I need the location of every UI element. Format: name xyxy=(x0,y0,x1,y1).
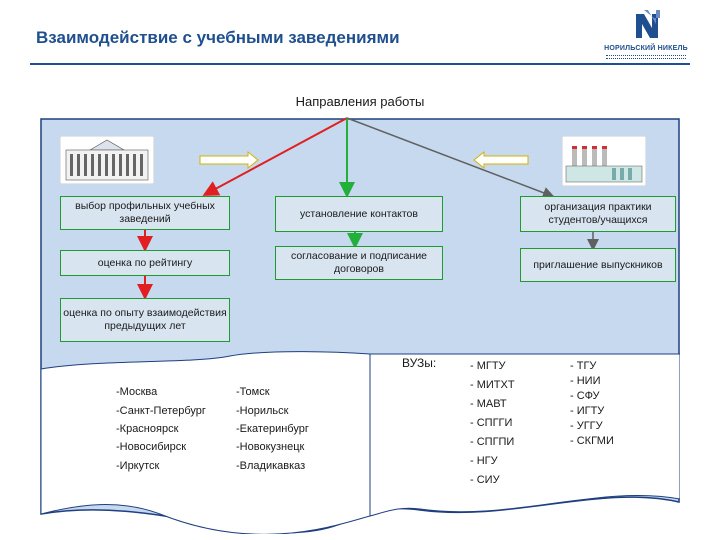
logo-emblem-icon xyxy=(636,10,660,38)
city-item: -Новосибирск xyxy=(116,441,187,453)
box-contracts: согласование и подписание договоров xyxy=(275,246,443,280)
university-item: - СПГПИ xyxy=(470,436,515,448)
box-select-profile-institutions: выбор профильных учебных заведений xyxy=(60,196,230,230)
university-item: - ТГУ xyxy=(570,360,597,372)
university-item: - МАВТ xyxy=(470,398,507,410)
work-directions-heading: Направления работы xyxy=(295,94,425,109)
box-graduate-invitation: приглашение выпускников xyxy=(520,248,676,282)
logo-name: НОРИЛЬСКИЙ НИКЕЛЬ xyxy=(604,45,688,52)
university-item: - УГГУ xyxy=(570,420,603,432)
arrow-to-selection xyxy=(202,117,348,196)
company-logo: НОРИЛЬСКИЙ НИКЕЛЬ xyxy=(600,8,692,64)
university-item: - СПГГИ xyxy=(470,417,513,429)
block-arrow-right xyxy=(199,150,259,170)
arrow-to-practice xyxy=(346,117,555,199)
city-item: -Москва xyxy=(116,386,158,398)
city-item: -Норильск xyxy=(236,405,289,417)
city-item: -Красноярск xyxy=(116,423,179,435)
city-item: -Новокузнецк xyxy=(236,441,305,453)
title-divider xyxy=(30,63,690,65)
university-item: - СКГМИ xyxy=(570,435,614,447)
city-item: -Томск xyxy=(236,386,270,398)
box-establish-contacts: установление контактов xyxy=(275,196,443,232)
university-item: - СФУ xyxy=(570,390,600,402)
university-item: - НИИ xyxy=(570,375,601,387)
university-item: - МГТУ xyxy=(470,360,506,372)
universities-label: ВУЗы: xyxy=(402,356,437,370)
university-item: - СИУ xyxy=(470,474,500,486)
box-practice-organization: организация практики студентов/учащихся xyxy=(520,196,676,232)
university-building-icon xyxy=(60,136,154,184)
university-item: - НГУ xyxy=(470,455,498,467)
logo-subline xyxy=(606,55,686,59)
factory-icon xyxy=(562,136,646,186)
city-item: -Екатеринбург xyxy=(236,423,309,435)
city-item: -Иркутск xyxy=(116,460,160,472)
university-item: - ИГТУ xyxy=(570,405,605,417)
slide-title: Взаимодействие с учебными заведениями xyxy=(36,28,400,47)
box-rating-assessment: оценка по рейтингу xyxy=(60,250,230,276)
city-item: -Владикавказ xyxy=(236,460,306,472)
city-item: -Санкт-Петербург xyxy=(116,405,206,417)
box-experience-assessment: оценка по опыту взаимодействия предыдущи… xyxy=(60,298,230,342)
block-arrow-left xyxy=(473,150,529,170)
university-item: - МИТХТ xyxy=(470,379,515,391)
